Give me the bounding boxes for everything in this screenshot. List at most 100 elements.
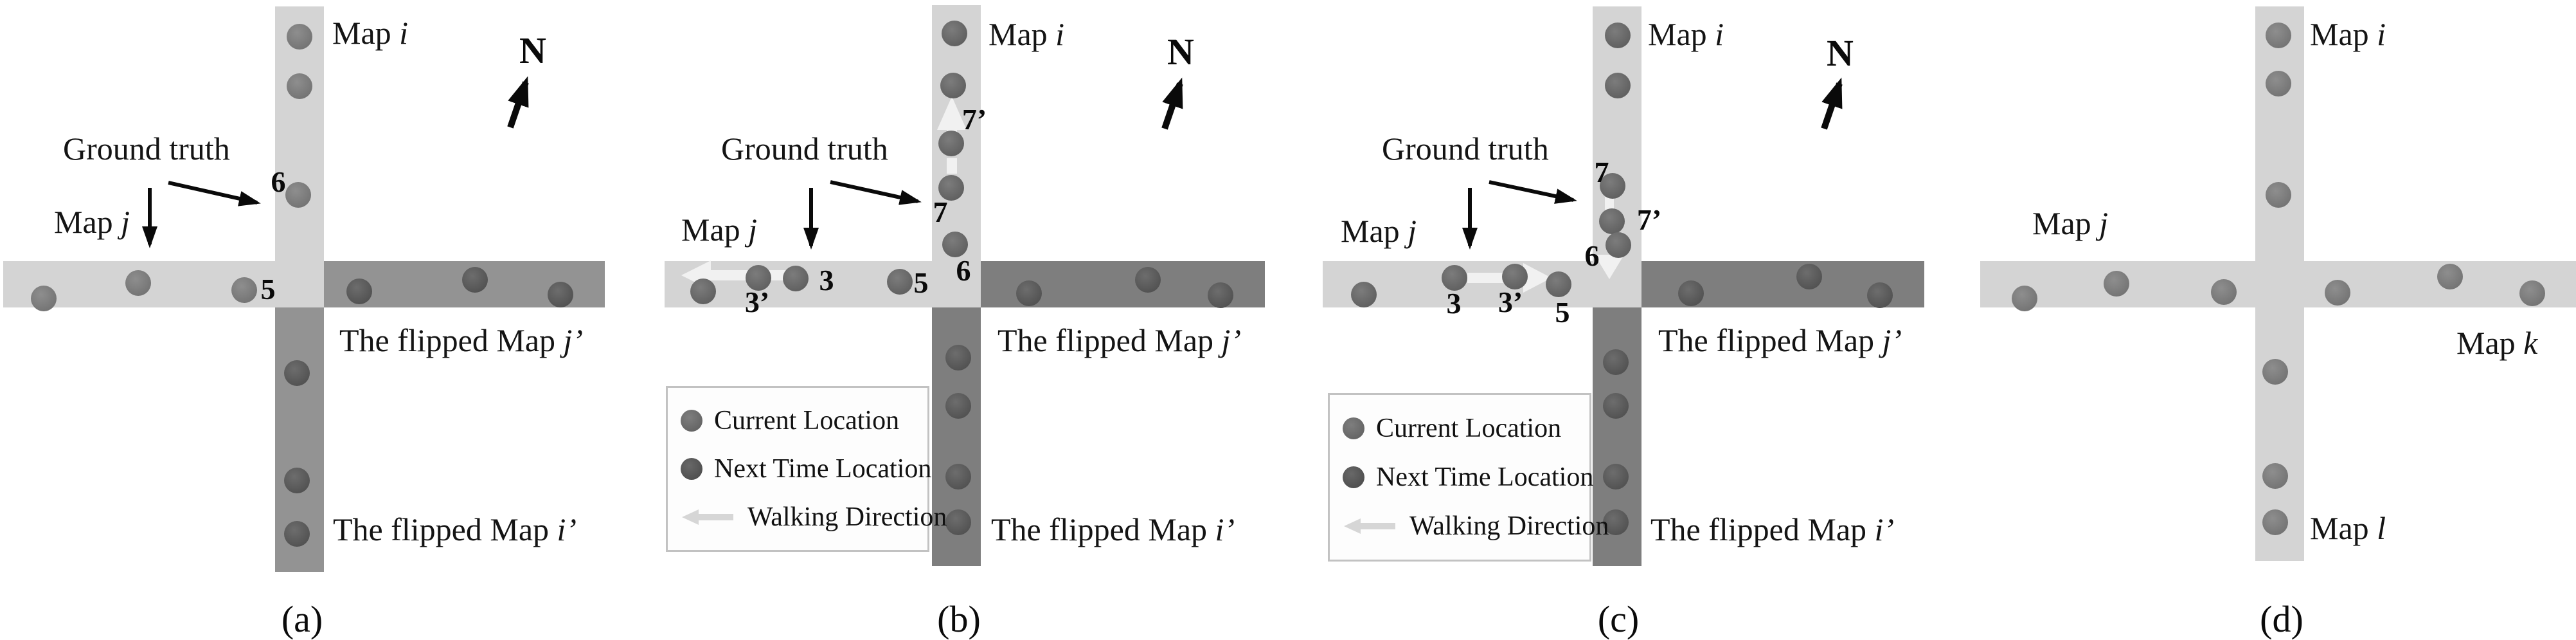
location-dot: [284, 468, 310, 493]
panel-caption-d: (d): [2260, 598, 2303, 640]
location-dot: [2104, 271, 2129, 297]
location-dot: [1603, 509, 1629, 535]
label-map-i: Map i: [988, 16, 1065, 52]
location-dot: [1678, 280, 1704, 306]
location-dot: [940, 73, 966, 98]
location-dot: [945, 509, 971, 535]
location-dot: [942, 21, 967, 46]
location-dot: [1867, 282, 1893, 308]
location-dot: [1603, 393, 1629, 419]
location-dot: [690, 279, 716, 304]
label-ground-truth: Ground truth: [1382, 131, 1549, 167]
north-label: N: [1827, 32, 1854, 74]
location-dot: [287, 24, 312, 50]
location-dot: [31, 286, 57, 311]
point-label-5: 5: [260, 273, 276, 306]
location-dot: [346, 279, 372, 304]
location-dot: [1135, 267, 1161, 293]
label-map-j: Map j: [1341, 213, 1417, 249]
label-ground-truth: Ground truth: [721, 131, 888, 167]
legend-label-current: Current Location: [1376, 414, 1562, 443]
location-dot: [1600, 173, 1625, 199]
legend-label-walking: Walking Direction: [1409, 511, 1609, 541]
location-dot: [945, 393, 971, 419]
legend-row-current: Current Location: [1343, 413, 1589, 444]
location-dot: [1351, 282, 1377, 307]
point-label-3: 3: [819, 264, 834, 297]
location-dot: [1603, 464, 1629, 489]
location-dot: [2266, 71, 2291, 96]
location-dot: [2262, 359, 2288, 385]
point-label-6: 6: [956, 254, 971, 287]
road-map-j: [1323, 261, 1641, 307]
location-dot: [783, 266, 809, 291]
label-map-j: Map j: [2032, 205, 2109, 241]
road-horizontal: [1980, 261, 2576, 307]
location-dot: [945, 345, 971, 370]
location-dot: [2211, 279, 2237, 305]
location-dot: [2325, 280, 2350, 306]
label-flipped-map-i: The flipped Map i’: [991, 511, 1235, 547]
next-time-location-dot-icon: [1343, 466, 1364, 488]
location-dot: [2437, 264, 2463, 289]
location-dot: [1546, 271, 1571, 297]
location-dot: [548, 282, 573, 307]
legend-row-next: Next Time Location: [1343, 462, 1593, 493]
location-dot: [1208, 282, 1233, 308]
label-flipped-map-i: The flipped Map i’: [1650, 511, 1895, 547]
legend-box: Current Location Next Time Location Walk…: [666, 386, 947, 552]
next-time-location-dot-icon: [681, 458, 702, 480]
point-label-7: 7: [933, 196, 948, 228]
legend-row-walking: Walking Direction: [1343, 511, 1609, 542]
location-dot: [287, 73, 312, 99]
location-dot: [1606, 232, 1631, 258]
walking-direction-arrow-icon: [682, 509, 733, 525]
location-dot: [945, 464, 971, 489]
label-flipped-map-j: The flipped Map j’: [997, 322, 1242, 358]
location-dot: [1599, 208, 1625, 234]
location-dot: [1605, 73, 1631, 98]
location-dot: [938, 175, 964, 201]
label-map-l: Map l: [2310, 510, 2386, 546]
location-dot: [938, 131, 964, 156]
location-dot: [2262, 509, 2288, 535]
location-dot: [284, 521, 310, 547]
legend-row-current: Current Location: [681, 405, 927, 436]
location-dot: [942, 232, 968, 257]
point-label-7p: 7’: [962, 103, 987, 136]
location-dot: [285, 182, 311, 208]
current-location-dot-icon: [1343, 417, 1364, 439]
label-flipped-map-i: The flipped Map i’: [333, 511, 577, 547]
walking-direction-arrow-icon: [1344, 518, 1395, 534]
location-dot: [2266, 23, 2291, 48]
legend-label-walking: Walking Direction: [747, 502, 947, 532]
label-ground-truth: Ground truth: [63, 131, 230, 167]
point-label-5: 5: [1555, 296, 1570, 329]
legend-row-walking: Walking Direction: [681, 502, 947, 533]
road-map-j: [3, 261, 324, 307]
location-dot: [1796, 264, 1822, 289]
current-location-dot-icon: [681, 410, 702, 432]
label-map-j: Map j: [54, 204, 130, 240]
north-label: N: [519, 30, 546, 71]
location-dot: [1442, 265, 1467, 291]
location-dot: [1603, 349, 1629, 375]
location-dot: [887, 269, 913, 295]
location-dot: [1605, 23, 1631, 48]
legend-box: Current Location Next Time Location Walk…: [1328, 393, 1609, 562]
location-dot: [2519, 280, 2545, 306]
location-dot: [746, 265, 771, 291]
label-map-i: Map i: [332, 15, 409, 51]
legend-row-next: Next Time Location: [681, 453, 931, 484]
location-dot: [1016, 280, 1042, 306]
legend-label-next: Next Time Location: [714, 454, 932, 484]
panel-caption-b: (b): [937, 598, 981, 640]
location-dot: [284, 360, 310, 386]
label-map-k: Map k: [2456, 325, 2538, 361]
road-map-i: [275, 6, 324, 307]
label-map-i: Map i: [1648, 16, 1724, 52]
legend-label-next: Next Time Location: [1376, 462, 1594, 492]
location-dot: [462, 267, 488, 293]
location-dot: [231, 277, 257, 303]
